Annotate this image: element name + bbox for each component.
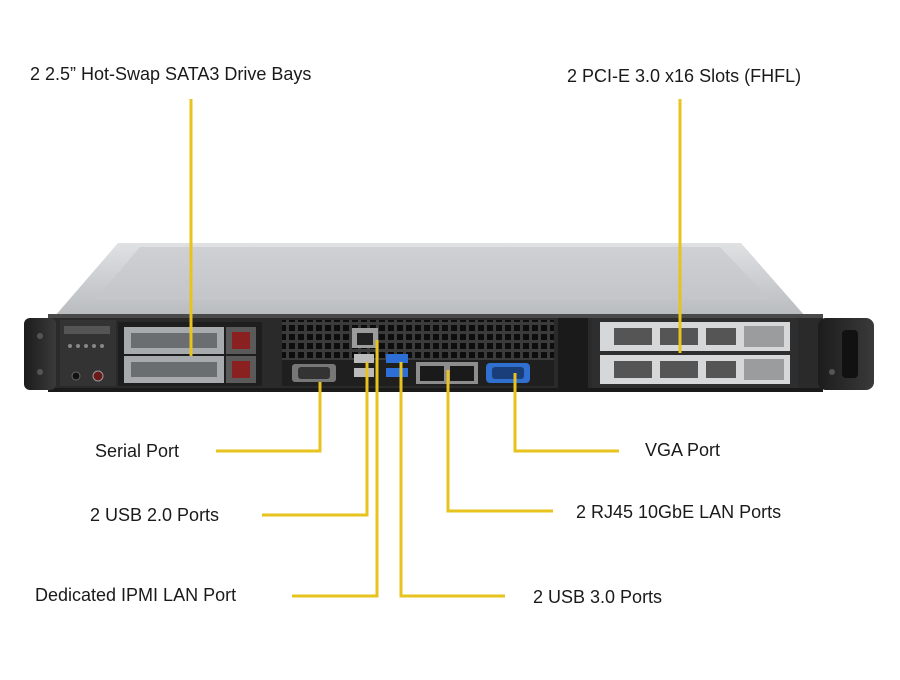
leader-ipmi bbox=[292, 340, 379, 598]
callout-pcie-slots: 2 PCI-E 3.0 x16 Slots (FHFL) bbox=[567, 66, 802, 86]
chassis-top bbox=[55, 243, 805, 316]
control-panel bbox=[60, 320, 116, 386]
usb3-ports bbox=[386, 354, 408, 377]
callout-rj45-lan: 2 RJ45 10GbE LAN Ports bbox=[576, 502, 782, 522]
leader-lines bbox=[189, 99, 682, 598]
leader-rj45 bbox=[446, 370, 553, 513]
ipmi-lan-port bbox=[352, 328, 378, 348]
usb2-ports bbox=[354, 354, 374, 377]
right-rack-ear bbox=[818, 318, 874, 390]
vga-port bbox=[486, 363, 530, 383]
callout-ipmi-lan: Dedicated IPMI LAN Port bbox=[35, 585, 237, 605]
leader-usb2 bbox=[262, 362, 369, 517]
leader-usb3 bbox=[399, 362, 505, 598]
left-rack-ear bbox=[24, 318, 56, 390]
serial-port bbox=[292, 364, 336, 382]
pcie-slots bbox=[558, 318, 798, 388]
callout-vga-port: VGA Port bbox=[645, 440, 721, 460]
leader-serial bbox=[216, 382, 322, 453]
callout-serial-port: Serial Port bbox=[95, 441, 180, 461]
drive-bay-1 bbox=[124, 327, 256, 354]
callout-drive-bays: 2 2.5” Hot-Swap SATA3 Drive Bays bbox=[30, 64, 312, 84]
callout-usb3-ports: 2 USB 3.0 Ports bbox=[533, 587, 663, 607]
leader-vga bbox=[513, 373, 619, 453]
drive-bay-2 bbox=[124, 356, 256, 383]
callout-usb2-ports: 2 USB 2.0 Ports bbox=[90, 505, 220, 525]
rj45-lan-ports bbox=[416, 362, 478, 384]
